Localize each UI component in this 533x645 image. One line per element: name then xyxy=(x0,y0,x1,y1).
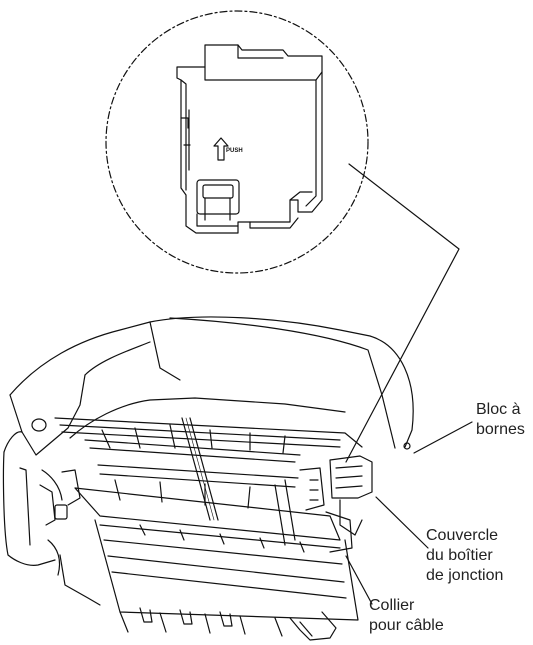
junction-box-cover-label-line: Couvercle xyxy=(426,527,499,544)
cable-clamp-label-line: pour câble xyxy=(369,617,444,634)
magnifier-leader-line xyxy=(345,163,460,463)
junction-box-cover-label: Couvercle du boîtier de jonction xyxy=(426,526,503,586)
indoor-unit-body xyxy=(2,316,414,641)
junction-box-cover-leader xyxy=(375,496,429,549)
junction-box-cover-detail xyxy=(176,44,323,234)
junction-box-cover-label-line: de jonction xyxy=(426,567,504,584)
cable-clamp-leader xyxy=(345,555,373,605)
cable-clamp-label-line: Collier xyxy=(369,597,415,614)
terminal-block-label-line: Bloc à xyxy=(476,401,521,418)
junction-box-cover-label-line: du boîtier xyxy=(426,547,493,564)
terminal-block-leader xyxy=(413,421,473,454)
magnifier-circle xyxy=(105,10,369,274)
terminal-block-label: Bloc à bornes xyxy=(476,400,525,440)
cable-clamp-label: Collier pour câble xyxy=(369,596,444,636)
terminal-block-label-line: bornes xyxy=(476,421,525,438)
push-mark: PUSH xyxy=(226,148,243,154)
